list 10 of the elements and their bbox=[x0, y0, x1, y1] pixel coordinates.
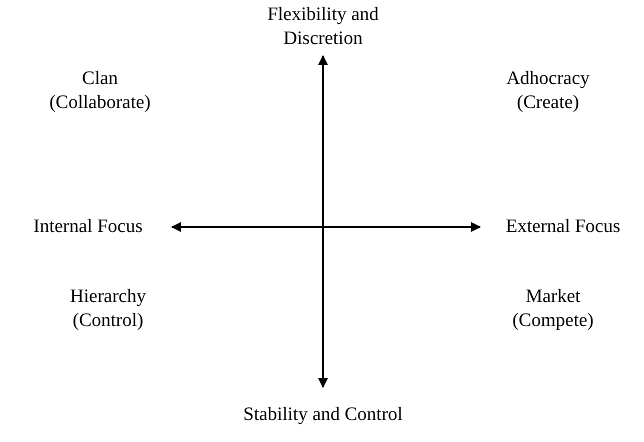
axis-label: Flexibility and Discretion bbox=[266, 3, 380, 51]
axis-label: External Focus bbox=[506, 215, 620, 239]
axis-label: Stability and Control bbox=[243, 403, 403, 427]
quadrant-label: Clan (Collaborate) bbox=[48, 67, 152, 115]
double-headed-arrow bbox=[171, 222, 481, 232]
quadrant-label: Market (Compete) bbox=[511, 285, 595, 333]
double-headed-arrow bbox=[318, 55, 328, 388]
axis-label: Internal Focus bbox=[33, 215, 143, 239]
quadrant-label: Hierarchy (Control) bbox=[69, 285, 147, 333]
quadrant-label: Adhocracy (Create) bbox=[505, 67, 591, 115]
